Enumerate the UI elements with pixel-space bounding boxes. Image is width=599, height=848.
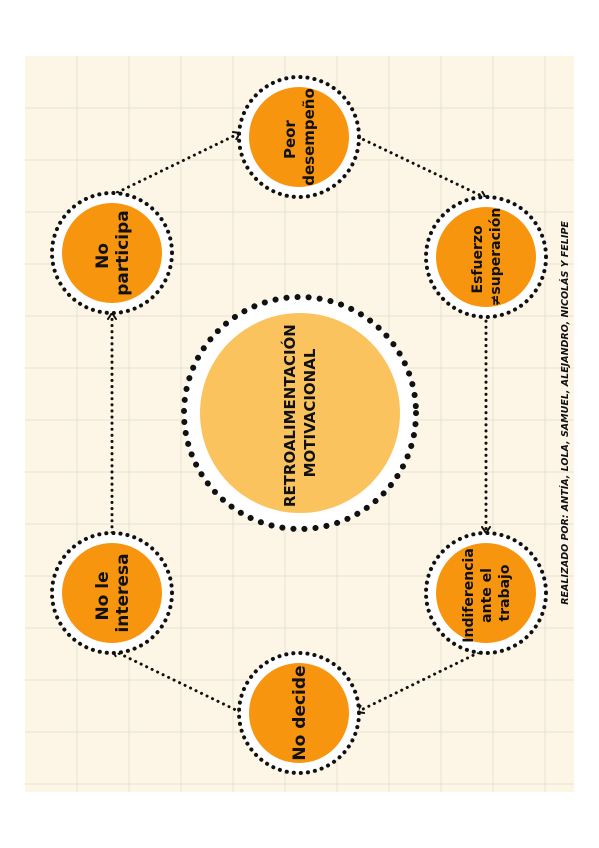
node-indiferencia-line-1: Indiferencia [461, 548, 477, 643]
arrow-peor-desempeno-to-esfuerzo [356, 135, 488, 201]
center-node: RETROALIMENTACIÓN MOTIVACIONAL [181, 294, 419, 532]
node-indiferencia: Indiferencia ante el trabajo [424, 531, 548, 655]
cycle-arrows [107, 131, 491, 714]
node-indiferencia-line-2: ante el [479, 568, 495, 623]
node-peor-desempeno-line-2: desempeño [300, 88, 318, 186]
center-label-line-2: MOTIVACIONAL [301, 348, 319, 477]
node-esfuerzo-line-2: ≠superación [488, 208, 504, 307]
node-peor-desempeno: Peor desempeño [237, 75, 361, 199]
svg-text:Peor desempeño: Peor desempeño [281, 88, 318, 186]
node-no-decide-line-1: No decide [290, 665, 310, 760]
node-esfuerzo-line-1: Esfuerzo [470, 225, 486, 294]
svg-text:No le interesa: No le interesa [93, 553, 133, 632]
node-peor-desempeno-line-1: Peor [281, 120, 299, 159]
node-no-le-interesa-line-2: interesa [113, 553, 133, 632]
credits-text: REALIZADO POR: ANTÍA, LOLA, SAMUEL, ALEJ… [559, 221, 571, 605]
svg-text:RETROALIMENTACIÓN MOTIVA: RETROALIMENTACIÓN MOTIVACIONAL [280, 319, 319, 507]
node-no-le-interesa-line-1: No le [93, 571, 113, 620]
center-circle [200, 313, 400, 513]
node-no-participa: No participa [50, 191, 174, 315]
svg-text:No participa: No participa [93, 210, 133, 296]
node-no-participa-line-1: No [93, 243, 113, 269]
node-indiferencia-line-3: trabajo [497, 564, 513, 621]
arrow-indiferencia-to-no-decide [355, 648, 486, 714]
arrow-no-participa-to-peor-desempeno [110, 131, 242, 197]
svg-text:No decide: No decide [290, 665, 310, 760]
svg-text:Esfuerzo ≠superación: Esfuerzo ≠superación [470, 208, 504, 307]
svg-text:Indiferencia ante el: Indiferencia ante el trabajo [461, 543, 513, 642]
center-label-line-1: RETROALIMENTACIÓN [280, 324, 299, 507]
node-no-participa-line-2: participa [113, 210, 133, 296]
node-no-le-interesa: No le interesa [50, 531, 174, 655]
node-no-decide: No decide [237, 651, 361, 775]
node-esfuerzo-superacion: Esfuerzo ≠superación [424, 195, 548, 319]
arrow-no-decide-to-no-le-interesa [110, 648, 242, 714]
